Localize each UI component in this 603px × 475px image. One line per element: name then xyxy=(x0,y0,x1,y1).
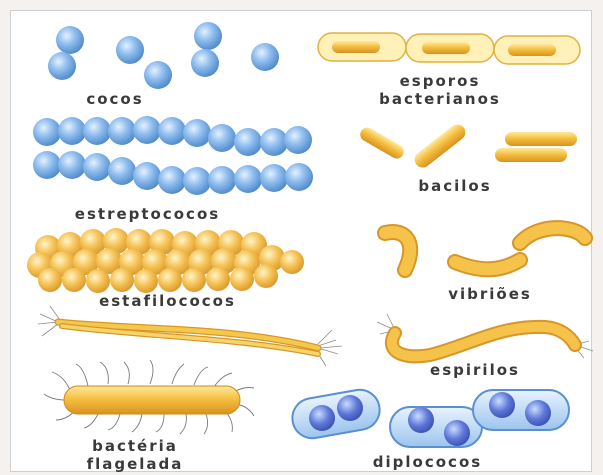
estafilococos-group xyxy=(27,228,304,293)
label-espirilos: espirilos xyxy=(400,361,550,379)
coccus-cell xyxy=(116,36,144,64)
label-esporos-line2: bacterianos xyxy=(355,90,525,108)
coccus-cell xyxy=(48,52,76,80)
vibrioes-group xyxy=(385,228,585,270)
label-esporos-line1: esporos xyxy=(370,72,510,90)
label-vibrioes: vibriões xyxy=(420,285,560,303)
label-bacilos: bacilos xyxy=(395,177,515,195)
label-estreptococos: estreptococos xyxy=(40,205,255,223)
label-diplococos: diplococos xyxy=(345,453,510,471)
espirilos-group xyxy=(377,314,593,358)
estreptococos-group xyxy=(33,116,313,195)
coccus-cell xyxy=(194,22,222,50)
coccus-cell xyxy=(191,49,219,77)
coccus-cell xyxy=(144,61,172,89)
label-estafilococos: estafilococos xyxy=(60,292,275,310)
label-cocos: cocos xyxy=(70,90,160,108)
filament-group xyxy=(38,306,342,366)
cocos-group xyxy=(48,22,279,89)
diplococos-group xyxy=(289,387,569,447)
coccus-cell xyxy=(56,26,84,54)
label-bacteria-line2: flagelada xyxy=(70,455,200,473)
coccus-cell xyxy=(251,43,279,71)
esporos-group xyxy=(318,33,580,64)
flagellated-bacterium-group xyxy=(44,360,254,434)
bacilos-group xyxy=(358,121,577,171)
label-bacteria-line1: bactéria xyxy=(70,437,200,455)
